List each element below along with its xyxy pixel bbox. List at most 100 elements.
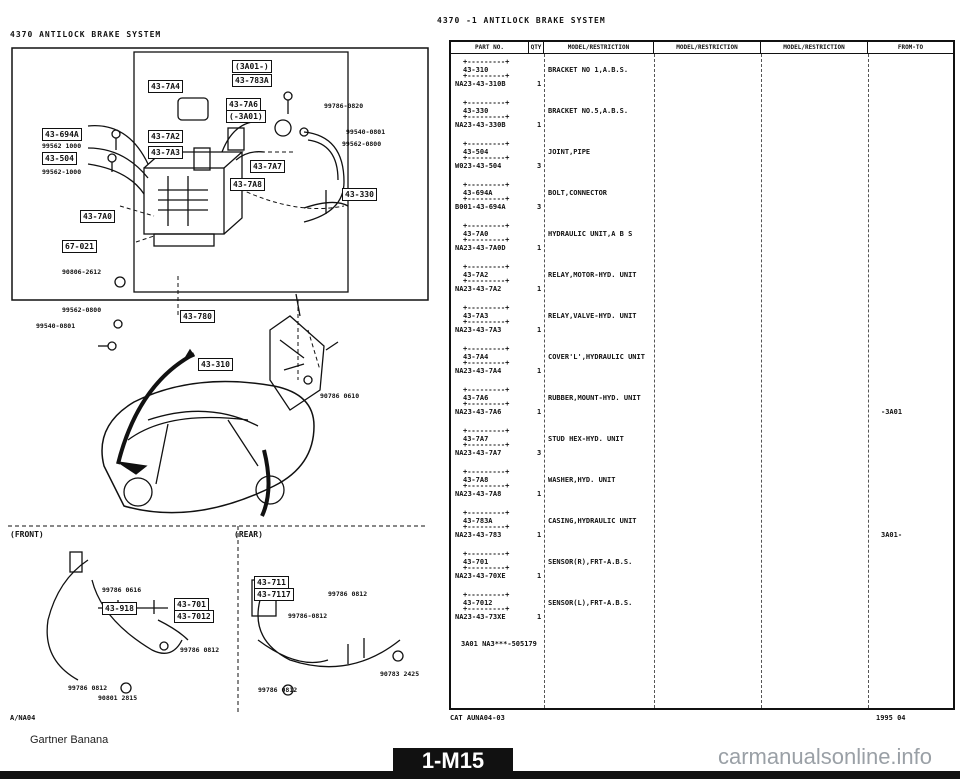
part-number: 90806-2612 — [62, 268, 102, 276]
table-row: +---------+43-7A0+---------+NA23-43-7A0D… — [451, 222, 953, 262]
row-description: SENSOR(L),FRT-A.B.S. — [548, 599, 633, 607]
row-border-top: +---------+ — [463, 468, 510, 476]
row-border-top: +---------+ — [463, 222, 510, 230]
row-border-bottom: +---------+ — [463, 359, 510, 367]
label-box-43-7a4: 43-7A4 — [148, 80, 183, 93]
row-description: WASHER,HYD. UNIT — [548, 476, 616, 484]
row-description: STUD HEX-HYD. UNIT — [548, 435, 624, 443]
row-border-bottom: +---------+ — [463, 441, 510, 449]
row-qty: 1 — [537, 80, 542, 88]
row-ref-code: 43-783A — [463, 517, 493, 525]
label-box-43-7117: 43-7117 — [254, 588, 294, 601]
row-ref-code: 43-7012 — [463, 599, 493, 607]
part-number: 99786 0812 — [328, 590, 368, 598]
part-number: 99786 0812 — [180, 646, 220, 654]
row-part-number: NA23-43-7A2 — [455, 285, 502, 293]
row-border-top: +---------+ — [463, 386, 510, 394]
header-left-title: 4370 ANTILOCK BRAKE SYSTEM — [10, 30, 162, 39]
label-box-43-504: 43-504 — [42, 152, 77, 165]
front-section-label: (FRONT) — [10, 530, 44, 539]
label-box-43-694a: 43-694A — [42, 128, 82, 141]
row-part-number: NA23-43-330B — [455, 121, 506, 129]
part-number: 99786-0820 — [324, 102, 364, 110]
table-header: PART NO. QTY MODEL/RESTRICTION MODEL/RES… — [451, 40, 953, 54]
column-divider — [544, 54, 545, 708]
row-description: BRACKET NO 1,A.B.S. — [548, 66, 629, 74]
row-description: RUBBER,MOUNT-HYD. UNIT — [548, 394, 641, 402]
row-qty: 1 — [537, 121, 542, 129]
label-box-43-310: 43-310 — [198, 358, 233, 371]
row-part-number: NA23-43-7A7 — [455, 449, 502, 457]
diagram-drawing — [8, 47, 429, 726]
row-border-bottom: +---------+ — [463, 564, 510, 572]
row-part-number: NA23-43-7A6 — [455, 408, 502, 416]
row-border-top: +---------+ — [463, 427, 510, 435]
part-number: 90786 0610 — [320, 392, 360, 400]
row-border-bottom: +---------+ — [463, 400, 510, 408]
row-part-number: NA23-43-73XE — [455, 613, 506, 621]
row-border-bottom: +---------+ — [463, 523, 510, 531]
row-border-top: +---------+ — [463, 58, 510, 66]
part-number: 99562-1000 — [42, 168, 82, 176]
row-border-bottom: +---------+ — [463, 195, 510, 203]
row-qty: 1 — [537, 490, 542, 498]
row-description: CASING,HYDRAULIC UNIT — [548, 517, 637, 525]
watermark-left: Gartner Banana — [30, 734, 109, 746]
row-qty: 1 — [537, 572, 542, 580]
label-box-43-7a0: 43-7A0 — [80, 210, 115, 223]
column-divider — [654, 54, 655, 708]
label-box-43-780: 43-780 — [180, 310, 215, 323]
table-row: +---------+43-330+---------+NA23-43-330B… — [451, 99, 953, 139]
row-ref-code: 43-7A6 — [463, 394, 489, 402]
header-right-title: 4370 -1 ANTILOCK BRAKE SYSTEM — [437, 16, 606, 25]
row-part-number: NA23-43-7A3 — [455, 326, 502, 334]
row-border-bottom: +---------+ — [463, 72, 510, 80]
row-border-bottom: +---------+ — [463, 605, 510, 613]
row-qty: 3 — [537, 449, 542, 457]
row-qty: 3 — [537, 203, 542, 211]
row-part-number: NA23-43-70XE — [455, 572, 506, 580]
bottom-bar — [0, 771, 960, 779]
part-number: 99786 0616 — [102, 586, 142, 594]
row-description: BRACKET NO.5,A.B.S. — [548, 107, 629, 115]
exploded-parts-diagram: (3A01-) 43-783A 43-7A4 43-7A6 (-3A01) 43… — [8, 40, 436, 726]
label-box-43-7a8: 43-7A8 — [230, 178, 265, 191]
row-qty: 1 — [537, 531, 542, 539]
row-ref-code: 43-7A0 — [463, 230, 489, 238]
column-header-description: MODEL/RESTRICTION — [544, 42, 654, 53]
label-box-43-7a3: 43-7A3 — [148, 146, 183, 159]
row-part-number: NA23-43-310B — [455, 80, 506, 88]
row-description: RELAY,VALVE-HYD. UNIT — [548, 312, 637, 320]
row-description: JOINT,PIPE — [548, 148, 591, 156]
column-header-model-1: MODEL/RESTRICTION — [654, 42, 761, 53]
column-divider — [868, 54, 869, 708]
part-number: 90801 2815 — [98, 694, 138, 702]
part-number: 99562 1000 — [42, 142, 82, 150]
row-border-top: +---------+ — [463, 550, 510, 558]
watermark-site: carmanualsonline.info — [718, 744, 933, 769]
row-ref-code: 43-504 — [463, 148, 489, 156]
part-number: 99540-0801 — [346, 128, 386, 136]
column-divider — [761, 54, 762, 708]
row-ref-code: 43-7A3 — [463, 312, 489, 320]
row-part-number: NA23-43-7A8 — [455, 490, 502, 498]
part-number: 99786 0812 — [258, 686, 298, 694]
row-description: RELAY,MOTOR-HYD. UNIT — [548, 271, 637, 279]
row-border-top: +---------+ — [463, 99, 510, 107]
row-border-bottom: +---------+ — [463, 154, 510, 162]
row-ref-code: 43-694A — [463, 189, 493, 197]
row-border-top: +---------+ — [463, 345, 510, 353]
row-border-bottom: +---------+ — [463, 318, 510, 326]
row-border-top: +---------+ — [463, 140, 510, 148]
row-part-number: NA23-43-7A0D — [455, 244, 506, 252]
row-part-number: B001-43-694A — [455, 203, 506, 211]
column-header-model-2: MODEL/RESTRICTION — [761, 42, 868, 53]
label-box-43-7a7: 43-7A7 — [250, 160, 285, 173]
label-box-43-330: 43-330 — [342, 188, 377, 201]
